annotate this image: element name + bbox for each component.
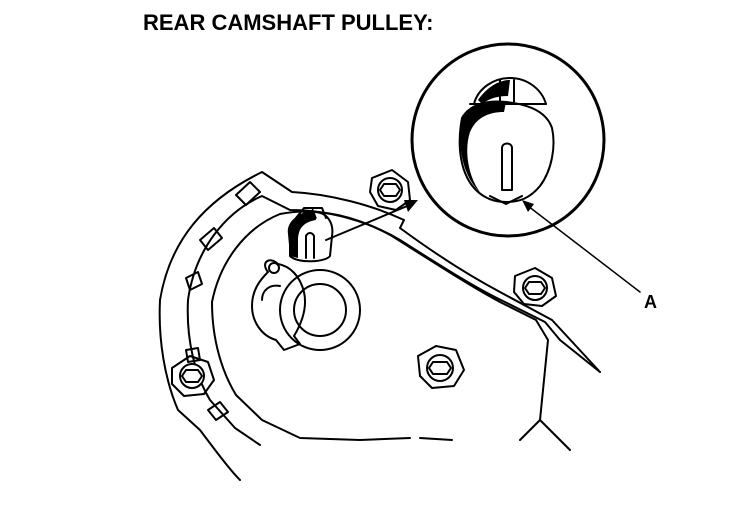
bolt-right	[513, 267, 557, 307]
callout-a-label: A	[644, 292, 657, 312]
bolt-top	[369, 169, 411, 211]
bolt-left	[171, 355, 215, 397]
magnify-arrow	[325, 200, 418, 241]
diagram-title: REAR CAMSHAFT PULLEY:	[143, 10, 434, 35]
bolt-middle	[417, 345, 465, 389]
pulley-mark-window	[287, 207, 334, 263]
magnified-detail	[410, 42, 606, 238]
camshaft-pulley-hole	[251, 259, 361, 351]
callout-a-leader	[522, 200, 641, 293]
